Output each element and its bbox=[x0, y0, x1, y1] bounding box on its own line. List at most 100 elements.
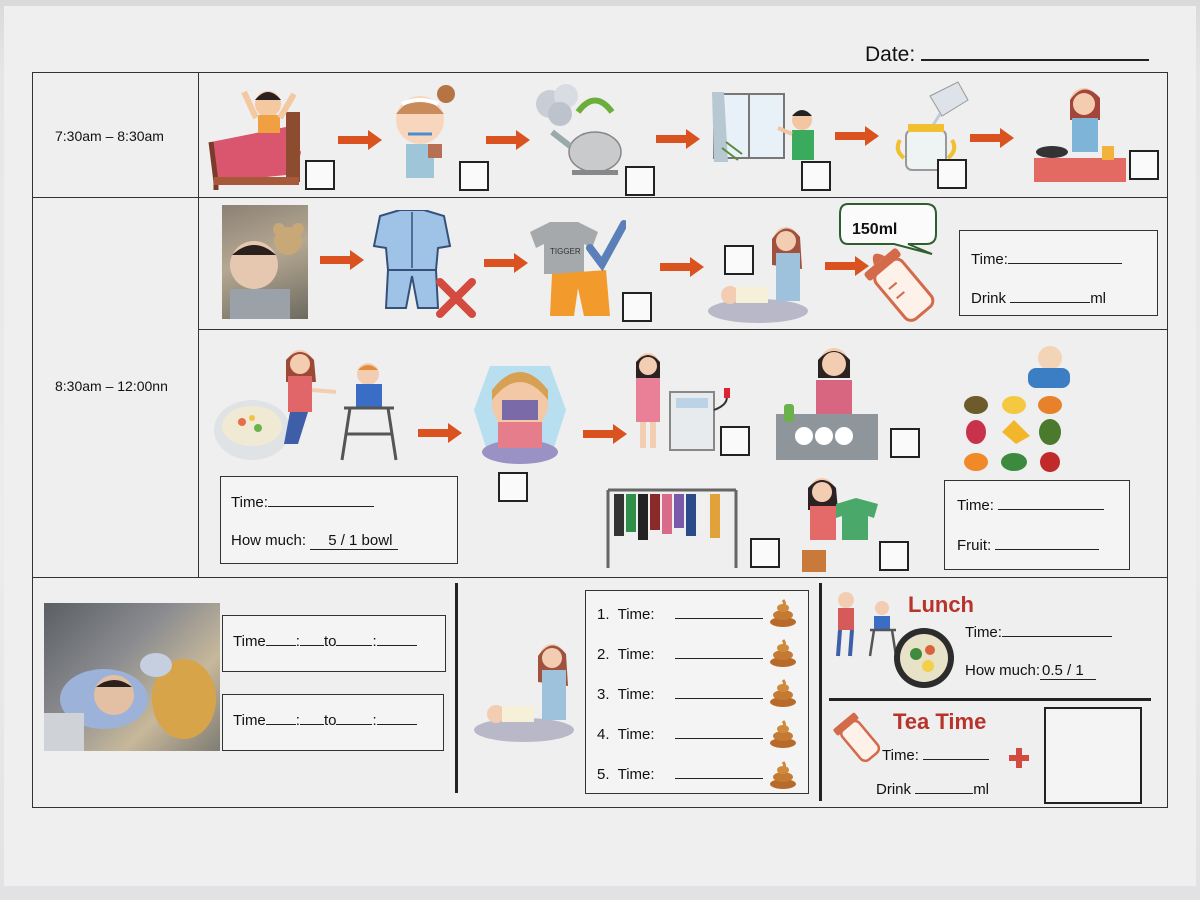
date-blank[interactable] bbox=[921, 43, 1150, 61]
speech-bubble bbox=[839, 203, 937, 255]
checkbox-wash-face[interactable] bbox=[498, 472, 528, 502]
nap1-colon: : bbox=[295, 633, 300, 650]
checkbox-boil-water[interactable] bbox=[625, 166, 655, 196]
nap-time-field-1: Time:to: bbox=[233, 632, 417, 650]
svg-text:TIGGER: TIGGER bbox=[550, 247, 581, 256]
milk-drink-field: Drink ml bbox=[971, 289, 1106, 307]
tea-time-label: Time: bbox=[882, 747, 919, 764]
arrow-right-icon bbox=[320, 250, 364, 270]
slot-midday-label: 8:30am – 12:00nn bbox=[55, 378, 168, 394]
tea-drink-label: Drink bbox=[876, 781, 912, 798]
milk-time-field: Time: bbox=[971, 250, 1122, 268]
diaper-log-number: 1. bbox=[597, 606, 610, 623]
poop-icon bbox=[770, 720, 796, 748]
checkbox-diaper-change-morning[interactable] bbox=[724, 245, 754, 275]
diaper-change-icon bbox=[708, 227, 808, 323]
porridge-amount-value[interactable]: 5 / 1 bowl bbox=[310, 532, 399, 550]
nap2-start-hour[interactable] bbox=[265, 711, 296, 725]
tea-time-bottle-icon bbox=[833, 712, 881, 763]
checkbox-wash-dishes[interactable] bbox=[890, 428, 920, 458]
checkbox-hang-clothes[interactable] bbox=[750, 538, 780, 568]
nap1-start-min[interactable] bbox=[299, 632, 324, 646]
diaper-log-time-blank[interactable] bbox=[675, 685, 764, 699]
porridge-time-blank[interactable] bbox=[267, 493, 374, 507]
lunch-amount-value[interactable]: 0.5 / 1 bbox=[1040, 662, 1096, 680]
checkbox-open-window[interactable] bbox=[801, 161, 831, 191]
diaper-log-label: Time: bbox=[617, 646, 655, 663]
date-field: Date: bbox=[865, 43, 1150, 67]
poop-icon bbox=[770, 639, 796, 667]
tea-time-field: Time: bbox=[882, 746, 990, 764]
lunch-time-field: Time: bbox=[965, 623, 1112, 641]
nap2-end-hour[interactable] bbox=[336, 711, 373, 725]
bubble-volume: 150ml bbox=[852, 221, 898, 238]
bottom-divider-2 bbox=[819, 583, 822, 801]
checkbox-change-clothes[interactable] bbox=[622, 292, 652, 322]
tea-drink-blank[interactable] bbox=[915, 780, 974, 794]
porridge-amount-field: How much: 5 / 1 bowl bbox=[231, 532, 399, 550]
nap1-to-label: to bbox=[323, 633, 337, 650]
nap1-end-min[interactable] bbox=[376, 632, 417, 646]
nap2-end-min[interactable] bbox=[376, 711, 417, 725]
nap2-colon2: : bbox=[372, 712, 377, 729]
folding-clothes-icon bbox=[802, 478, 878, 572]
diaper-log-label: Time: bbox=[617, 766, 655, 783]
diaper-log-row-2: 2. Time: bbox=[597, 645, 764, 663]
fruit-selection-icon bbox=[964, 346, 1070, 472]
nap1-start-hour[interactable] bbox=[265, 632, 296, 646]
waking-up-icon bbox=[208, 90, 301, 190]
lunch-amount-label: How much: bbox=[965, 662, 1041, 679]
tea-time-blank[interactable] bbox=[923, 746, 990, 760]
checkbox-fold-clothes[interactable] bbox=[879, 541, 909, 571]
diaper-log-time-blank[interactable] bbox=[675, 645, 764, 659]
washing-dishes-icon bbox=[776, 348, 878, 460]
fruit-name-blank[interactable] bbox=[995, 536, 1100, 550]
tea-drink-unit: ml bbox=[973, 781, 990, 798]
lunch-time-blank[interactable] bbox=[1001, 623, 1112, 637]
poop-icon bbox=[770, 761, 796, 789]
plus-icon bbox=[1009, 748, 1029, 768]
lunch-heading: Lunch bbox=[908, 592, 974, 617]
tea-time-checkbox[interactable] bbox=[1044, 707, 1142, 804]
arrow-right-icon bbox=[418, 423, 462, 443]
nap-record-box-2 bbox=[222, 694, 444, 751]
diaper-log-row-3: 3. Time: bbox=[597, 685, 764, 703]
porridge-time-label: Time: bbox=[231, 494, 268, 511]
diaper-log-label: Time: bbox=[617, 606, 655, 623]
checkbox-wake-up[interactable] bbox=[305, 160, 335, 190]
nap-time-field-2: Time:to: bbox=[233, 711, 417, 729]
diaper-log-label: Time: bbox=[617, 726, 655, 743]
feeding-porridge-icon bbox=[214, 350, 398, 461]
diaper-log-time-blank[interactable] bbox=[675, 725, 764, 739]
cooking-icon bbox=[1034, 88, 1126, 182]
slot-morning-label: 7:30am – 8:30am bbox=[55, 128, 164, 144]
checkbox-prepare-drink[interactable] bbox=[937, 159, 967, 189]
baby-waking-photo bbox=[222, 205, 308, 319]
checkbox-laundry[interactable] bbox=[720, 426, 750, 456]
milk-drink-blank[interactable] bbox=[1010, 289, 1091, 303]
diaper-log-time-blank[interactable] bbox=[675, 605, 764, 619]
poop-icon bbox=[770, 679, 796, 707]
arrow-right-icon bbox=[484, 253, 528, 273]
fruit-name-field: Fruit: bbox=[957, 536, 1100, 554]
arrow-right-icon bbox=[583, 424, 627, 444]
nap1-end-hour[interactable] bbox=[336, 632, 373, 646]
clothes-rack-icon bbox=[606, 488, 738, 568]
checkbox-brush-teeth[interactable] bbox=[459, 161, 489, 191]
arrow-right-icon bbox=[970, 128, 1014, 148]
milk-time-blank[interactable] bbox=[1007, 250, 1122, 264]
checkbox-cook-breakfast[interactable] bbox=[1129, 150, 1159, 180]
kettle-icon bbox=[536, 84, 622, 175]
lunch-tea-divider bbox=[829, 698, 1151, 701]
fruit-name-label: Fruit: bbox=[957, 537, 992, 554]
fruit-time-field: Time: bbox=[957, 496, 1105, 514]
fruit-time-blank[interactable] bbox=[998, 496, 1105, 510]
row-divider-1 bbox=[33, 197, 1167, 198]
nap2-to-label: to bbox=[323, 712, 337, 729]
pajamas-crossed-icon bbox=[372, 210, 476, 318]
diaper-log-time-blank[interactable] bbox=[675, 765, 764, 779]
porridge-amount-label: How much: bbox=[231, 532, 307, 549]
nap2-start-min[interactable] bbox=[299, 711, 324, 725]
diaper-log-number: 4. bbox=[597, 726, 610, 743]
laundry-machine-icon bbox=[636, 353, 730, 451]
